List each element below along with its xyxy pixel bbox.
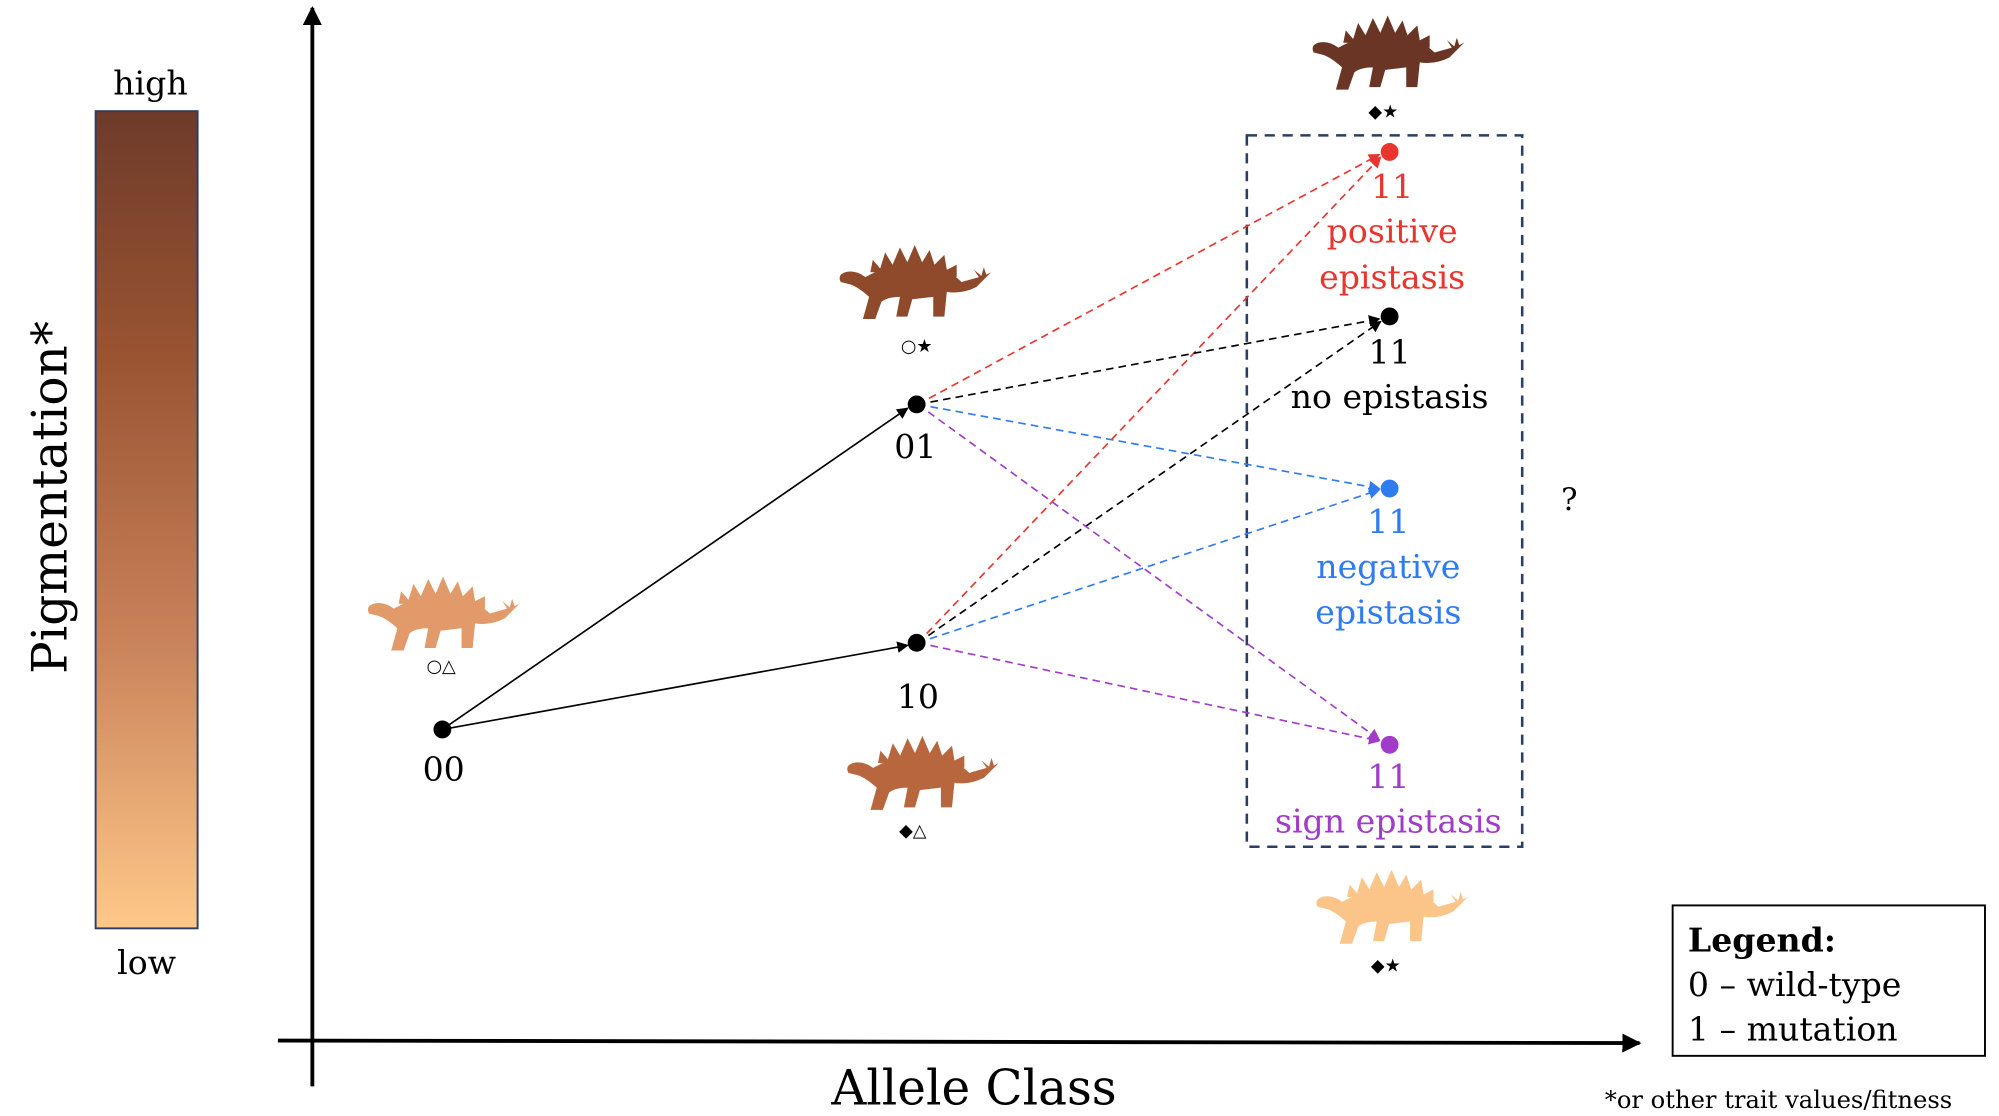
none-desc1: no epistasis xyxy=(1291,377,1489,416)
colorbar-high-label: high xyxy=(113,64,187,103)
node-11-none xyxy=(1380,307,1399,326)
dino-10-icon xyxy=(847,735,999,810)
node-negative-group: 11 negative epistasis xyxy=(1315,479,1461,632)
positive-desc2: epistasis xyxy=(1319,257,1465,296)
dino-bottom-icon xyxy=(1316,869,1469,944)
sign-desc1: sign epistasis xyxy=(1275,802,1502,841)
symbols-bottom: ◆★ xyxy=(1371,956,1401,977)
arrow-01-none xyxy=(917,315,1381,406)
node-11-positive xyxy=(1380,143,1399,161)
node-01-label: 01 xyxy=(894,427,936,466)
arrow-10-none xyxy=(917,320,1382,644)
symbols-01: ○★ xyxy=(901,336,933,357)
positive-label: 11 xyxy=(1371,167,1413,206)
symbols-00: ○△ xyxy=(426,656,456,677)
negative-desc1: negative xyxy=(1316,547,1460,586)
positive-desc1: positive xyxy=(1327,211,1458,250)
legend-title: Legend: xyxy=(1688,920,1836,959)
legend-box xyxy=(1671,904,1986,1057)
dino-top-icon xyxy=(1312,15,1465,90)
arrow-01-sign xyxy=(917,403,1381,741)
arrow-00-10 xyxy=(442,641,909,731)
arrow-10-sign xyxy=(917,641,1381,745)
node-10-label: 10 xyxy=(897,677,939,716)
symbols-top: ◆★ xyxy=(1368,102,1398,123)
node-none-group: 11 no epistasis xyxy=(1291,307,1489,416)
arrow-10-positive xyxy=(917,156,1382,644)
y-axis-label: Pigmentation* xyxy=(22,321,78,674)
pigmentation-colorbar xyxy=(94,110,199,930)
legend-line-mutation: 1 – mutation xyxy=(1688,1010,1898,1049)
node-01 xyxy=(907,395,926,414)
node-11-sign xyxy=(1380,735,1399,754)
node-sign-group: 11 sign epistasis xyxy=(1275,735,1502,841)
arrow-10-negative xyxy=(917,487,1381,644)
node-00 xyxy=(433,720,452,739)
footnote: *or other trait values/fitness xyxy=(1605,1086,1952,1114)
arrow-01-negative xyxy=(917,403,1381,493)
node-10 xyxy=(907,633,926,652)
node-00-label: 00 xyxy=(423,749,465,788)
dino-01-icon xyxy=(839,245,992,320)
arrow-00-01 xyxy=(441,407,909,731)
arrow-01-positive xyxy=(917,153,1381,406)
x-axis-label: Allele Class xyxy=(830,1060,1116,1116)
double-mutant-box xyxy=(1245,134,1524,849)
x-axis xyxy=(277,1033,1642,1053)
node-11-negative xyxy=(1380,479,1399,498)
sign-label: 11 xyxy=(1367,757,1409,796)
dino-00-icon xyxy=(367,576,520,651)
none-label: 11 xyxy=(1369,333,1411,372)
colorbar-low-label: low xyxy=(117,943,176,982)
question-mark: ? xyxy=(1561,483,1577,518)
legend-line-wild-type: 0 – wild-type xyxy=(1688,965,1901,1004)
negative-desc2: epistasis xyxy=(1315,593,1461,632)
symbols-10: ◆△ xyxy=(899,821,927,842)
node-positive-group: 11 positive epistasis xyxy=(1319,143,1465,296)
negative-label: 11 xyxy=(1367,502,1409,541)
